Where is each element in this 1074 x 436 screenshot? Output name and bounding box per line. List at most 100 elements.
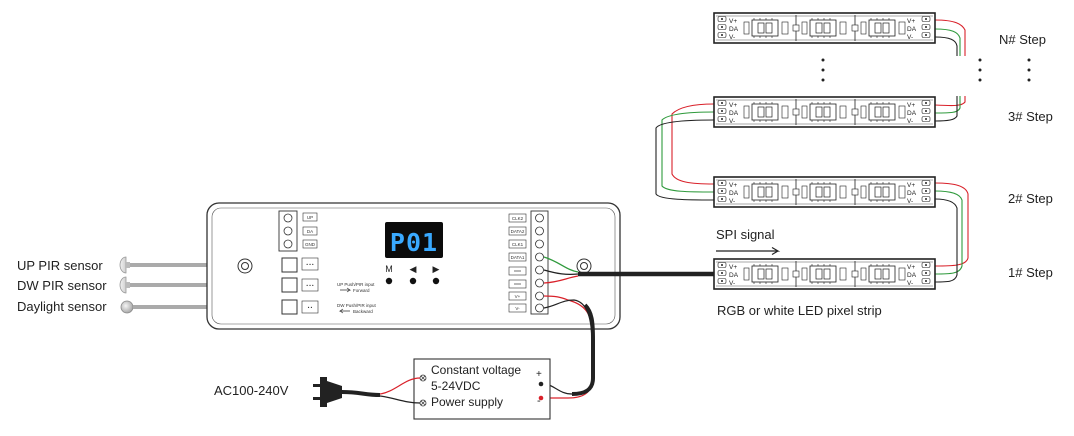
backward-arrow-icon bbox=[338, 308, 350, 314]
svg-text:• • •: • • • bbox=[306, 283, 314, 288]
daylight-port bbox=[281, 299, 298, 315]
pixel-ic-icon bbox=[751, 183, 779, 201]
ps-line3: Power supply bbox=[431, 395, 503, 409]
plug-head-icon bbox=[320, 377, 327, 407]
up-pir-port bbox=[281, 257, 298, 273]
pin-label-left: V- bbox=[729, 118, 735, 125]
sensor-input-ports: • • • • • • • • bbox=[281, 257, 319, 315]
pixel-ic-icon bbox=[868, 19, 896, 37]
terminal-data2: DATA2 bbox=[511, 229, 525, 234]
pixel-ic-icon bbox=[809, 103, 837, 121]
terminal-da: DA bbox=[307, 229, 313, 234]
pixel-ic-icon bbox=[809, 19, 837, 37]
up-input-sub: Forward bbox=[353, 288, 370, 293]
pin-label-left: V- bbox=[729, 280, 735, 287]
controller-inner-outline bbox=[211, 207, 616, 325]
right-terminal-block bbox=[530, 210, 549, 315]
pixel-ic-icon bbox=[751, 103, 779, 121]
daylight-label: Daylight sensor bbox=[17, 299, 107, 314]
dc-terminal-plus bbox=[538, 381, 544, 387]
pin-label-right: V- bbox=[907, 118, 913, 125]
mount-hole-right bbox=[576, 258, 592, 274]
right-button-label: ▶ bbox=[433, 264, 440, 274]
pixel-ic-icon bbox=[868, 103, 896, 121]
terminal-gnd: GND bbox=[305, 242, 316, 247]
spi-direction-arrow-icon bbox=[716, 246, 781, 256]
dw-pir-body-icon bbox=[126, 282, 130, 288]
pin-label-right: V+ bbox=[907, 102, 915, 109]
dw-input-sub: Backward bbox=[353, 309, 373, 314]
power-cable bbox=[543, 295, 595, 399]
plug-prong-top-icon bbox=[313, 384, 320, 387]
strip-caption: RGB or white LED pixel strip bbox=[717, 303, 882, 318]
terminal-clk1: CLK1 bbox=[512, 242, 524, 247]
dw-input-label: DW Push/PIR input bbox=[337, 303, 377, 308]
step-label-3: 3# Step bbox=[1008, 109, 1053, 124]
ac-input-label: AC100-240V bbox=[214, 383, 289, 398]
pin-label-right: DA bbox=[907, 190, 917, 197]
pin-label-left: DA bbox=[729, 190, 739, 197]
right-terminal-labels: CLK2 DATA2 CLK1 DATA1 V+ V- bbox=[508, 213, 527, 313]
power-supply: Constant voltage 5-24VDC Power supply + … bbox=[413, 358, 551, 420]
svg-text:• •: • • bbox=[308, 305, 313, 310]
pin-label-right: V- bbox=[907, 280, 913, 287]
left-terminal-labels: UP DA GND bbox=[302, 212, 318, 249]
left-button-label: ◀ bbox=[410, 264, 417, 274]
pin-label-left: V- bbox=[729, 34, 735, 41]
pixel-ic-icon bbox=[809, 265, 837, 283]
up-pir-body-icon bbox=[126, 262, 130, 268]
step-wiring bbox=[655, 19, 969, 283]
mount-hole-left bbox=[237, 258, 253, 274]
pixel-ic-icon bbox=[751, 265, 779, 283]
dw-pir-dome-icon bbox=[119, 276, 127, 294]
left-terminal-block bbox=[278, 210, 298, 252]
controller: UP DA GND • • • • • • • • P01 M ◀ ▶ bbox=[206, 202, 621, 330]
terminal-vminus: V- bbox=[515, 306, 520, 311]
pin-label-left: V- bbox=[729, 198, 735, 205]
pixel-ic-icon bbox=[751, 19, 779, 37]
terminal-clk2: CLK2 bbox=[512, 216, 524, 221]
dw-pir-port bbox=[281, 277, 298, 293]
display-readout: P01 bbox=[390, 228, 438, 257]
up-pir-label: UP PIR sensor bbox=[17, 258, 103, 273]
pin-label-right: V- bbox=[907, 34, 913, 41]
up-input-label: UP Push/PIR input bbox=[337, 282, 375, 287]
pixel-ic-icon bbox=[809, 183, 837, 201]
pin-label-right: DA bbox=[907, 26, 917, 33]
pin-label-left: V+ bbox=[729, 264, 737, 271]
m-button[interactable] bbox=[385, 277, 393, 285]
pin-label-right: V- bbox=[907, 198, 913, 205]
ps-plus-label: + bbox=[536, 369, 542, 380]
pixel-ic-icon bbox=[868, 265, 896, 283]
step-label-1: 1# Step bbox=[1008, 265, 1053, 280]
svg-text:• • •: • • • bbox=[306, 262, 314, 267]
up-pir-dome-icon bbox=[119, 256, 127, 274]
continuation-dots bbox=[821, 58, 1031, 82]
pin-label-left: DA bbox=[729, 26, 739, 33]
m-button-label: M bbox=[385, 264, 393, 274]
plug-body-icon bbox=[327, 381, 342, 403]
pin-label-left: V+ bbox=[729, 182, 737, 189]
ps-line2: 5-24VDC bbox=[431, 379, 481, 393]
pin-label-left: DA bbox=[729, 110, 739, 117]
left-button[interactable] bbox=[409, 277, 417, 285]
pin-label-left: DA bbox=[729, 272, 739, 279]
dw-pir-label: DW PIR sensor bbox=[17, 278, 107, 293]
right-button[interactable] bbox=[432, 277, 440, 285]
pin-label-left: V+ bbox=[729, 18, 737, 25]
step-label-2: 2# Step bbox=[1008, 191, 1053, 206]
led-display bbox=[385, 222, 443, 258]
pin-label-right: DA bbox=[907, 272, 917, 279]
spi-signal-label: SPI signal bbox=[716, 227, 775, 242]
forward-arrow-icon bbox=[340, 287, 352, 293]
dc-terminal-minus bbox=[538, 395, 544, 401]
pixel-ic-icon bbox=[868, 183, 896, 201]
power-supply-box bbox=[413, 358, 551, 420]
pin-label-right: V+ bbox=[907, 264, 915, 271]
